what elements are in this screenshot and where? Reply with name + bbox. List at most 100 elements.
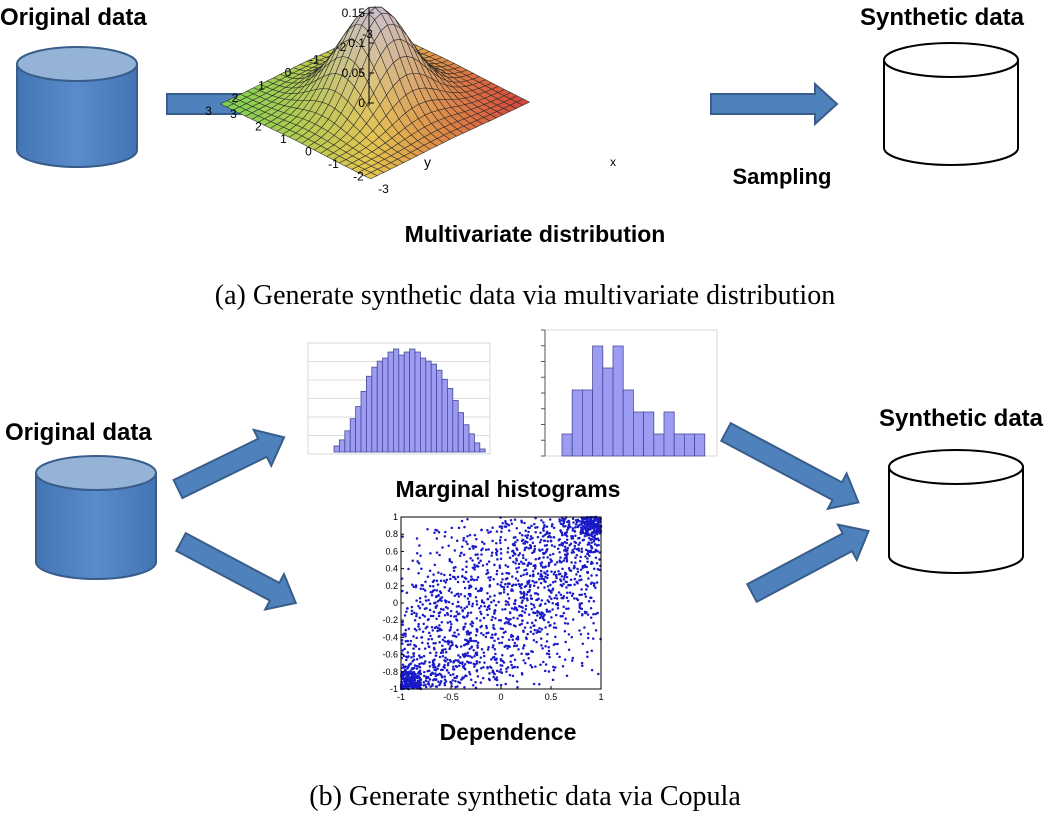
scatter-point: [457, 660, 460, 663]
scatter-point: [539, 637, 543, 640]
scatter-point: [445, 669, 449, 672]
scatter-point: [595, 562, 599, 565]
scatter-point: [578, 559, 582, 563]
scatter-point: [501, 635, 504, 639]
scatter-point: [449, 614, 453, 618]
scatter-point: [466, 535, 469, 538]
scatter-point: [479, 610, 482, 614]
scatter-point: [550, 525, 554, 528]
scatter-point: [585, 588, 588, 591]
scatter-point: [586, 532, 590, 535]
scatter-point: [465, 560, 468, 563]
scatter-point: [586, 655, 589, 659]
scatter-point: [527, 562, 531, 565]
scatter-point: [427, 631, 431, 635]
y-axis-label: y: [424, 154, 431, 170]
scatter-point: [404, 635, 407, 638]
scatter-point: [497, 619, 501, 622]
scatter-point: [495, 553, 498, 557]
scatter-point: [422, 674, 426, 678]
scatter-point: [509, 654, 513, 658]
scatter-point: [473, 568, 476, 571]
scatter-point: [548, 518, 552, 521]
scatter-point: [435, 551, 439, 554]
scatter-point: [578, 593, 581, 597]
scatter-point: [419, 600, 422, 604]
scatter-point: [494, 616, 497, 620]
histogram-bar: [468, 433, 475, 453]
scatter-point: [553, 622, 556, 625]
histogram-bar: [446, 387, 454, 453]
scatter-point: [508, 611, 512, 615]
scatter-point: [416, 675, 419, 678]
scatter-point: [534, 558, 538, 561]
scatter-point: [404, 632, 407, 635]
scatter-point: [461, 676, 464, 679]
scatter-point: [523, 548, 526, 552]
scatter-point: [452, 665, 455, 669]
scatter-point: [437, 635, 440, 638]
scatter-point: [516, 570, 519, 574]
sampling-label: Sampling: [732, 164, 831, 189]
scatter-point: [426, 575, 430, 579]
scatter-point: [486, 648, 490, 651]
scatter-point: [447, 600, 451, 604]
scatter-point: [454, 644, 458, 648]
scatter-point: [533, 564, 537, 567]
scatter-point: [428, 678, 432, 681]
scatter-point: [525, 652, 528, 656]
scatter-point: [435, 604, 439, 607]
scatter-point: [571, 592, 575, 595]
scatter-point: [592, 524, 595, 528]
scatter-point: [539, 531, 542, 535]
scatter-point: [594, 556, 598, 559]
scatter-point: [590, 526, 594, 530]
scatter-point: [475, 599, 479, 603]
scatter-point: [427, 618, 430, 621]
scatter-point: [515, 644, 518, 648]
scatter-point: [480, 632, 483, 635]
scatter-point: [559, 556, 562, 559]
scatter-point: [434, 672, 437, 675]
scatter-point: [493, 563, 496, 567]
scatter-point: [534, 665, 537, 668]
scatter-point: [408, 643, 412, 646]
scatter-point: [494, 652, 497, 656]
scatter-point: [465, 674, 468, 678]
scatter-point: [476, 557, 480, 560]
scatter-point: [569, 525, 572, 529]
scatter-point: [459, 551, 463, 555]
scatter-point: [463, 662, 467, 666]
scatter-point: [441, 546, 444, 549]
scatter-point: [424, 580, 427, 583]
scatter-point: [574, 523, 578, 526]
scatter-point: [513, 641, 517, 645]
scatter-point: [506, 644, 510, 648]
scatter-point: [488, 665, 492, 668]
scatter-point: [499, 668, 503, 671]
scatter-point: [526, 541, 529, 544]
scatter-point: [551, 589, 554, 592]
scatter-point: [444, 530, 447, 534]
panel-b: Original data Marginal histograms -1-0.5…: [5, 329, 1044, 812]
scatter-point: [538, 683, 541, 686]
scatter-point: [430, 637, 434, 641]
scatter-point: [515, 680, 519, 683]
scatter-point: [437, 571, 440, 574]
scatter-point: [443, 682, 446, 685]
scatter-point: [469, 578, 473, 581]
scatter-point: [437, 611, 441, 615]
scatter-point: [462, 666, 466, 669]
scatter-point: [464, 638, 467, 642]
scatter-point: [517, 604, 521, 608]
scatter-point: [420, 636, 423, 639]
scatter-point: [558, 538, 561, 541]
scatter-point: [559, 583, 563, 587]
scatter-point: [540, 561, 544, 564]
scatter-point: [571, 517, 575, 520]
scatter-point: [433, 626, 437, 630]
scatter-point: [480, 540, 484, 544]
scatter-point: [563, 658, 567, 661]
scatter-point: [460, 519, 464, 523]
